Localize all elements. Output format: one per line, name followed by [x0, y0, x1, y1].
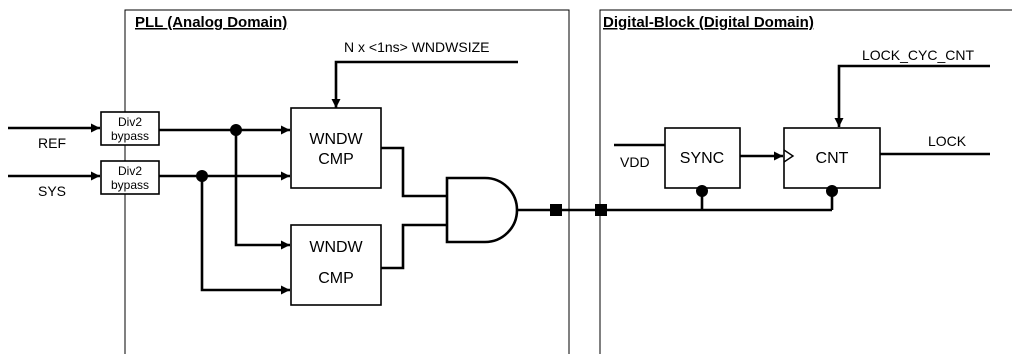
sys-label: SYS [38, 183, 66, 199]
junction-dot [196, 170, 208, 182]
analog-domain-title: PLL (Analog Domain) [135, 14, 287, 31]
reset-bubble [826, 185, 838, 197]
window-comparator-top: WNDW CMP [290, 107, 382, 189]
window-comparator-bottom: WNDW CMP [290, 224, 382, 306]
wndwsize-wire [331, 60, 518, 108]
digital-domain-title: Digital-Block (Digital Domain) [603, 14, 814, 31]
div2-sys-line2: bypass [111, 178, 149, 192]
cnt-label: CNT [816, 150, 849, 167]
div2-bypass-ref-block: Div2 bypass [100, 111, 160, 146]
lock-cyc-cnt-label: LOCK_CYC_CNT [862, 47, 974, 63]
cmp-bottom-line2: CMP [318, 270, 354, 287]
reset-wires [700, 193, 834, 210]
sync-block: SYNC [664, 127, 741, 189]
div2-bypass-sys-block: Div2 bypass [100, 160, 160, 195]
wndwsize-label: N x <1ns> WNDWSIZE [344, 39, 489, 55]
cmp-top-line2: CMP [318, 151, 354, 168]
lock-cyc-cnt-wire [834, 64, 990, 127]
cnt-block: CNT [783, 127, 881, 189]
div2-ref-line1: Div2 [118, 115, 142, 129]
div2-sys-line1: Div2 [118, 164, 142, 178]
lock-label: LOCK [928, 133, 967, 149]
div2-ref-line2: bypass [111, 129, 149, 143]
reset-bubble [696, 185, 708, 197]
junction-dot [230, 124, 242, 136]
vdd-label: VDD [620, 154, 650, 170]
boundary-port-digital [595, 204, 607, 216]
cmp-top-line1: WNDW [309, 131, 363, 148]
clock-input-icon [783, 149, 795, 163]
boundary-port-analog [550, 204, 562, 216]
digital-domain-frame [599, 9, 1012, 354]
sys-path-wires [159, 171, 290, 295]
and-gate [445, 176, 519, 244]
ref-path-wires [159, 125, 290, 250]
ref-label: REF [38, 135, 66, 151]
comparator-output-wires [381, 146, 447, 270]
cmp-bottom-line1: WNDW [309, 239, 363, 256]
sync-label: SYNC [680, 150, 724, 167]
